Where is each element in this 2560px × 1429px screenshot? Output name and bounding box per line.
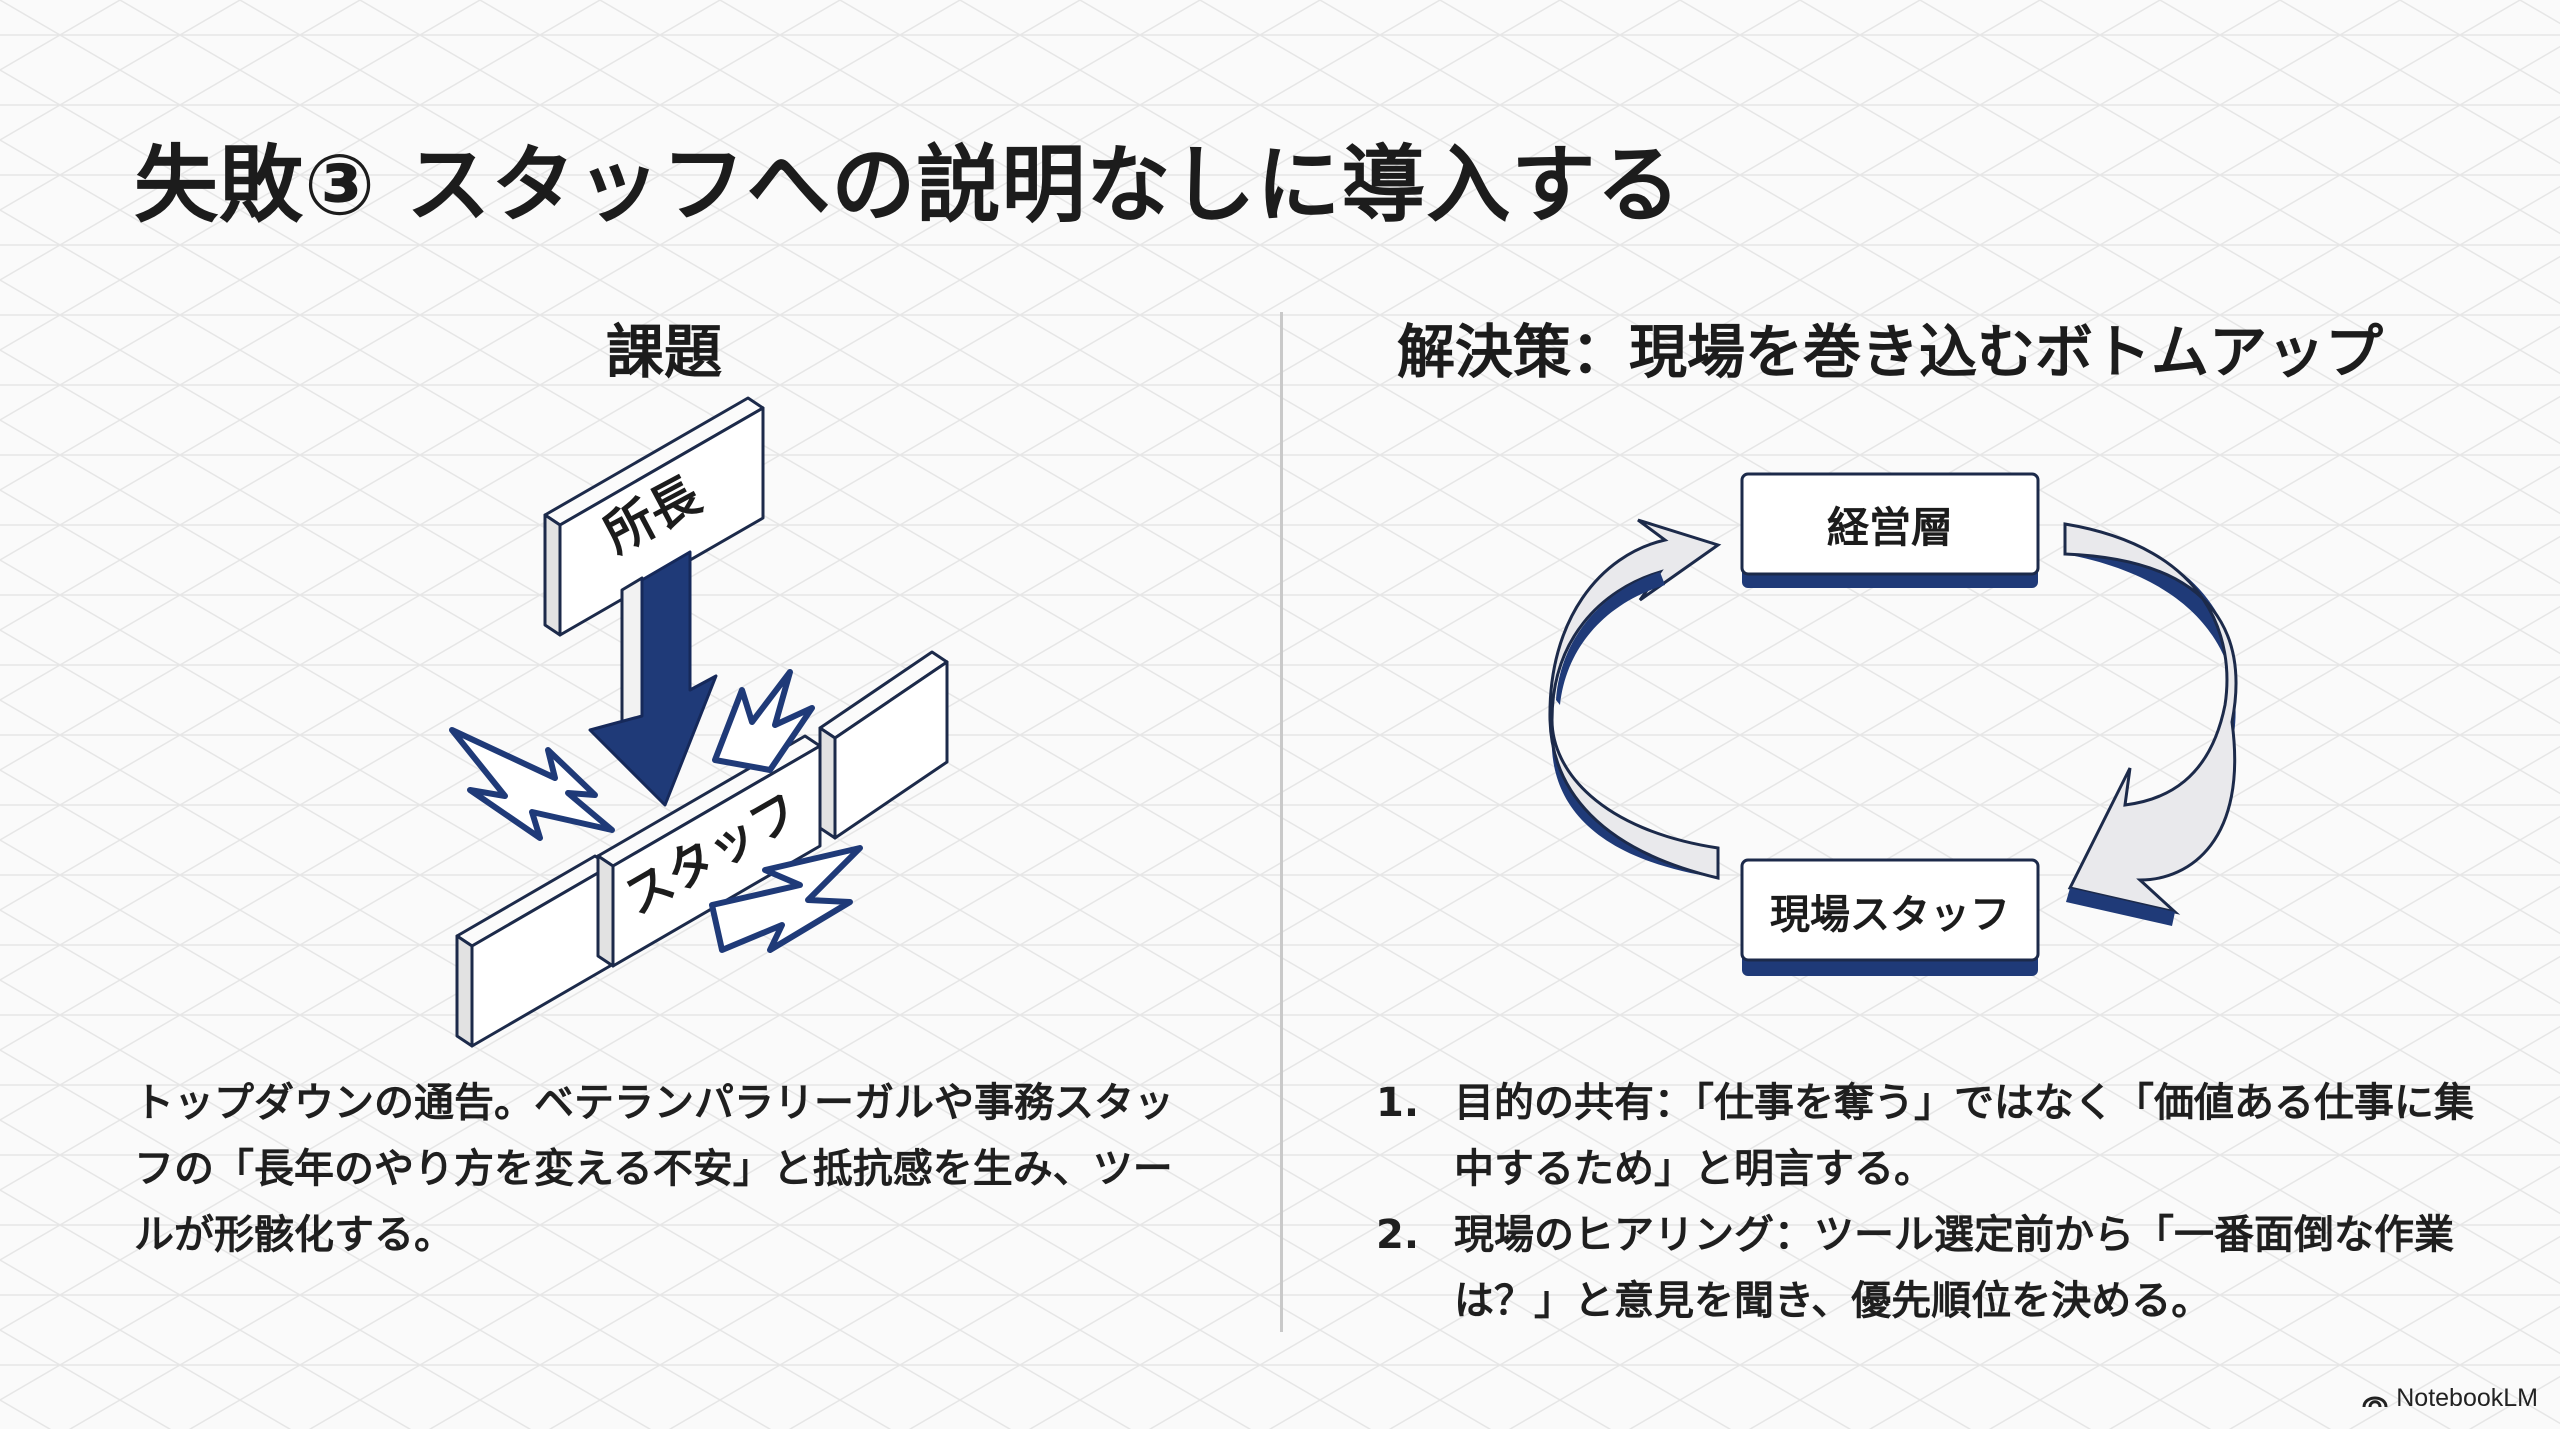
impact-burst-right-top <box>712 669 815 773</box>
slide-title: 失敗③ スタッフへの説明なしに導入する <box>134 136 1682 234</box>
cycle-arrow-up <box>1548 518 1722 880</box>
step-number: 1. <box>1376 1080 1420 1126</box>
problem-heading: 課題 <box>605 318 722 386</box>
cycle-arrow-down <box>2063 522 2238 915</box>
column-divider <box>1280 312 1283 1332</box>
brand-name: NotebookLM <box>2396 1384 2538 1412</box>
solution-step-2: 2. 現場のヒアリング：ツール選定前から「一番面倒な作業は？」と意見を聞き、優先… <box>1370 1202 2490 1334</box>
problem-description: トップダウンの通告。ベテランパラリーガルや事務スタッフの「長年のやり方を変える不… <box>134 1080 1174 1258</box>
frontline-staff-label: 現場スタッフ <box>1770 892 2010 938</box>
step-text: 目的の共有：「仕事を奪う」ではなく「価値ある仕事に集中するため」と明言する。 <box>1454 1080 2474 1192</box>
frontline-staff-box: 現場スタッフ <box>1740 858 2040 976</box>
solution-step-1: 1. 目的の共有：「仕事を奪う」ではなく「価値ある仕事に集中するため」と明言する… <box>1370 1070 2490 1202</box>
notebooklm-watermark: NotebookLM <box>2362 1384 2538 1413</box>
management-label: 経営層 <box>1827 503 1953 552</box>
wall-block-left <box>455 854 612 1048</box>
wall-block-right <box>818 650 949 840</box>
notebooklm-logo-icon <box>2362 1396 2388 1407</box>
down-arrow <box>588 550 718 807</box>
management-box: 経営層 <box>1740 472 2040 588</box>
topdown-illustration: 所長 スタッフ <box>449 396 949 1048</box>
cycle-diagram: 経営層 現場スタッフ <box>1548 472 2238 976</box>
step-text: 現場のヒアリング：ツール選定前から「一番面倒な作業は？」と意見を聞き、優先順位を… <box>1454 1212 2454 1324</box>
boss-sign <box>543 396 765 749</box>
impact-burst-left <box>449 727 615 841</box>
solution-steps: 1. 目的の共有：「仕事を奪う」ではなく「価値ある仕事に集中するため」と明言する… <box>1370 1070 2490 1334</box>
step-number: 2. <box>1376 1212 1420 1258</box>
impact-burst-right-bottom <box>709 845 863 953</box>
solution-heading: 解決策：現場を巻き込むボトムアップ <box>1396 318 2383 386</box>
